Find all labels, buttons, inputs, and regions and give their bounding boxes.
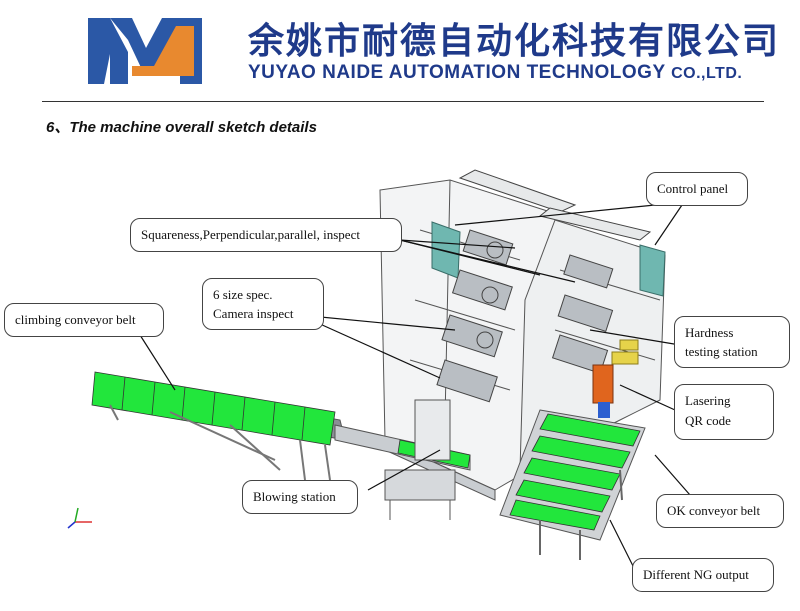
callout-hardness-testing: Hardness testing station: [674, 316, 790, 368]
ng-output-belts: [499, 409, 646, 560]
company-logo: [88, 18, 202, 84]
company-name-english: YUYAO NAIDE AUTOMATION TECHNOLOGY CO.,LT…: [248, 62, 742, 84]
control-panel-towers: [431, 221, 666, 297]
callout-hardness-line1: Hardness: [685, 325, 734, 340]
inspection-mechanisms: [436, 229, 614, 403]
logo-blue-shape: [88, 18, 128, 84]
top-gantry: [458, 169, 652, 241]
company-name-english-suffix: CO.,LTD.: [671, 65, 743, 82]
callout-ng-output-label: Different NG output: [643, 567, 749, 582]
company-name-chinese: 余姚市耐德自动化科技有限公司: [248, 21, 781, 62]
callout-blowing-station-label: Blowing station: [253, 489, 336, 504]
callout-climbing-conveyor: climbing conveyor belt: [4, 303, 164, 337]
callout-lasering-line2: QR code: [685, 413, 731, 428]
axis-triad-icon: [67, 507, 92, 529]
callout-leader-lines: [139, 204, 691, 571]
callout-ok-conveyor: OK conveyor belt: [656, 494, 784, 528]
callout-squareness-label: Squareness,Perpendicular,parallel, inspe…: [141, 227, 360, 242]
callout-squareness-inspect: Squareness,Perpendicular,parallel, inspe…: [130, 218, 402, 252]
callout-hardness-line2: testing station: [685, 344, 758, 359]
section-title: 6、The machine overall sketch details: [46, 119, 317, 136]
blowing-station-frame: [384, 399, 456, 520]
logo-orange-shape: [132, 26, 194, 76]
callout-size-spec: 6 size spec. Camera inspect: [202, 278, 324, 330]
company-name-english-main: YUYAO NAIDE AUTOMATION TECHNOLOGY: [248, 62, 666, 83]
callout-control-panel: Control panel: [646, 172, 748, 206]
callout-ok-conveyor-label: OK conveyor belt: [667, 503, 761, 518]
callout-climbing-conveyor-label: climbing conveyor belt: [15, 312, 136, 327]
callout-blowing-station: Blowing station: [242, 480, 358, 514]
lasering-unit: [592, 339, 639, 418]
callout-lasering-qr: Lasering QR code: [674, 384, 774, 440]
callout-lasering-line1: Lasering: [685, 393, 731, 408]
callout-ng-output: Different NG output: [632, 558, 774, 592]
callout-size-spec-line1: 6 size spec.: [213, 287, 273, 302]
header-divider: [42, 101, 764, 102]
callout-control-panel-label: Control panel: [657, 181, 729, 196]
callout-size-spec-line2: Camera inspect: [213, 306, 294, 321]
